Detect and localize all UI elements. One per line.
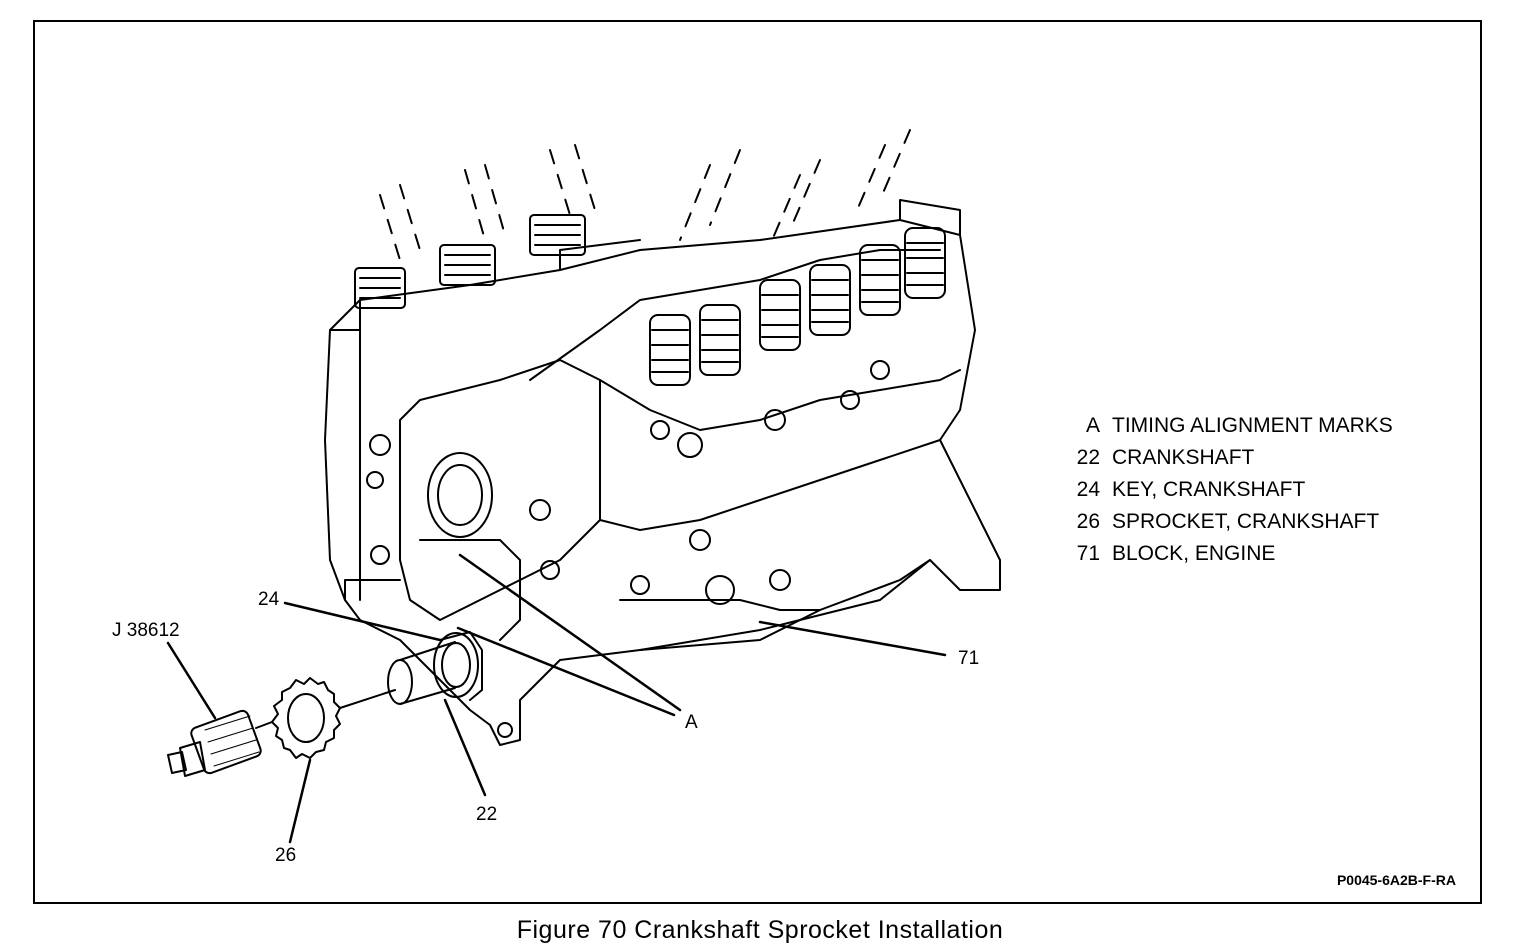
callout-sprocket: 26 xyxy=(275,845,297,866)
engine-block xyxy=(324,199,1001,746)
callout-crankshaft: 22 xyxy=(476,804,498,825)
legend-item: 22 CRANKSHAFT xyxy=(1062,442,1393,474)
figure-caption: Figure 70 Crankshaft Sprocket Installati… xyxy=(516,916,1004,944)
callout-block: 71 xyxy=(958,648,980,669)
legend-label: SPROCKET, CRANKSHAFT xyxy=(1112,510,1380,533)
legend-item: 71 BLOCK, ENGINE xyxy=(1062,538,1393,570)
legend-item: A TIMING ALIGNMENT MARKS xyxy=(1062,410,1393,442)
legend-item: 26 SPROCKET, CRANKSHAFT xyxy=(1062,506,1393,538)
legend-key: 26 xyxy=(1076,510,1100,533)
block-holes xyxy=(366,360,890,738)
legend-key: 71 xyxy=(1076,542,1100,565)
legend-item: 24 KEY, CRANKSHAFT xyxy=(1062,474,1393,506)
leader-lines xyxy=(166,553,947,844)
callout-key: 24 xyxy=(258,589,280,610)
legend-label: KEY, CRANKSHAFT xyxy=(1112,478,1306,501)
legend-label: TIMING ALIGNMENT MARKS xyxy=(1112,414,1393,437)
legend-key: 22 xyxy=(1076,446,1100,469)
callout-timing-marks: A xyxy=(685,712,698,733)
crankshaft-nose xyxy=(387,631,483,705)
callout-tool: J 38612 xyxy=(112,620,180,641)
sprocket xyxy=(271,677,396,759)
legend-label: CRANKSHAFT xyxy=(1112,446,1255,469)
legend-key: 24 xyxy=(1076,478,1100,501)
pushrod-dash-lines xyxy=(379,129,911,261)
right-bank-valve-springs xyxy=(649,227,946,386)
legend-key: A xyxy=(1085,414,1100,437)
figure-code: P0045-6A2B-F-RA xyxy=(1336,872,1456,888)
legend-label: BLOCK, ENGINE xyxy=(1112,542,1276,565)
figure-frame xyxy=(33,20,1482,904)
installer-tool xyxy=(167,709,273,777)
parts-legend: A TIMING ALIGNMENT MARKS 22 CRANKSHAFT 2… xyxy=(1062,410,1393,570)
left-bank-valvetrain xyxy=(354,214,586,309)
